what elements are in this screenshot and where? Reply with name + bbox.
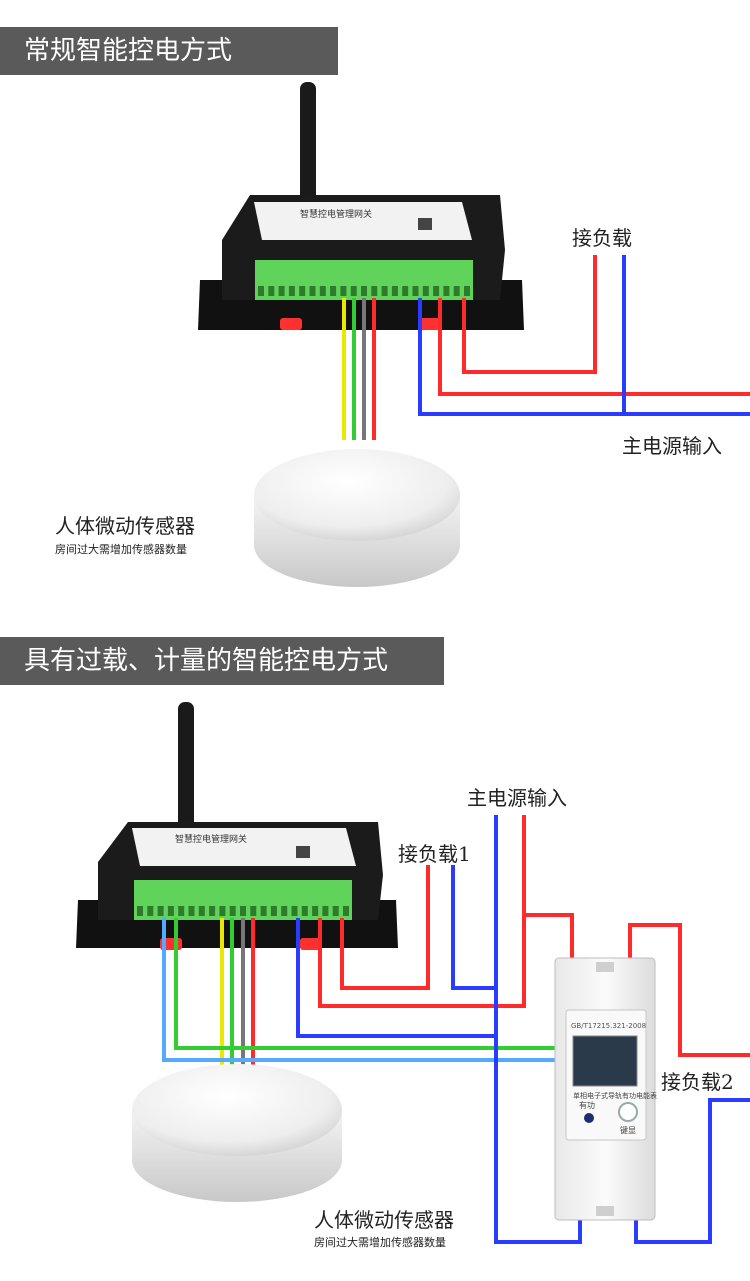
mains-input-label: 主电源输入 [622, 434, 722, 458]
terminal-slot [258, 286, 264, 296]
section-1-title: 常规智能控电方式 [24, 36, 233, 66]
motion-sensor-2 [132, 1064, 342, 1202]
terminal-slot [443, 286, 450, 296]
sensor-title-2: 人体微动传感器 [314, 1208, 454, 1232]
meter-button-label: 键显 [620, 1125, 636, 1135]
terminal-slot [422, 286, 429, 296]
terminal-slot [167, 906, 174, 916]
wires-section-1 [342, 255, 750, 440]
terminal-slot [209, 906, 216, 916]
sensor-title-1: 人体微动传感器 [55, 514, 195, 538]
terminal-slot [147, 906, 154, 916]
load-label: 接负载 [572, 226, 632, 250]
terminal-slot [281, 906, 288, 916]
terminal-slot [412, 286, 419, 296]
terminal-slot [188, 906, 195, 916]
gateway-device-2: 智慧控电管理网关 [76, 702, 398, 950]
meter-active-label: 有功 [579, 1100, 595, 1110]
meter-standard: GB/T17215.321-2008 [571, 1022, 646, 1030]
mains-input-label-2: 主电源输入 [467, 786, 567, 810]
terminal-slot [332, 906, 339, 916]
terminal-slot [270, 906, 277, 916]
section-2-banner: 具有过载、计量的智能控电方式 [0, 637, 444, 685]
section-1-banner: 常规智能控电方式 [0, 27, 338, 75]
terminal-slot [301, 906, 308, 916]
terminal-slot [219, 906, 226, 916]
terminal-slot [402, 286, 409, 296]
terminal-slot [309, 286, 316, 296]
terminal-slot [178, 906, 185, 916]
gateway-label-1: 智慧控电管理网关 [300, 208, 372, 220]
load-1-label: 接负载1 [398, 842, 471, 866]
load-2-label: 接负载2 [661, 1070, 734, 1094]
terminal-slot [391, 286, 398, 296]
terminal-slot [260, 906, 267, 916]
terminal-slot [322, 906, 329, 916]
terminal-slot [350, 286, 357, 296]
terminal-slot [198, 906, 205, 916]
terminal-slot [361, 286, 367, 296]
gateway-label-2: 智慧控电管理网关 [175, 833, 247, 845]
gateway-device-1: 智慧控电管理网关 [198, 82, 524, 330]
wires-section-2 [162, 815, 750, 1244]
terminal-slot [268, 286, 275, 296]
sensor-note-2: 房间过大需增加传感器数量 [314, 1236, 446, 1249]
terminal-slot [453, 286, 460, 296]
terminal-slot [340, 286, 347, 296]
terminal-slot [137, 906, 143, 916]
terminal-slot [343, 906, 349, 916]
terminal-slot [319, 286, 326, 296]
terminal-slot [157, 906, 164, 916]
terminal-slot [464, 286, 470, 296]
terminal-slot [240, 906, 246, 916]
terminal-slot [278, 286, 285, 296]
terminal-slot [229, 906, 236, 916]
section-2-title: 具有过载、计量的智能控电方式 [24, 646, 389, 676]
terminal-slot [250, 906, 257, 916]
terminal-slot [299, 286, 306, 296]
terminal-slot [291, 906, 298, 916]
motion-sensor-1 [254, 449, 460, 587]
terminal-slot [312, 906, 319, 916]
energy-meter: GB/T17215.321-2008 单相电子式导轨有功电能表 有功 键显 [554, 957, 657, 1221]
sensor-note-1: 房间过大需增加传感器数量 [55, 543, 187, 556]
terminal-slot [330, 286, 337, 296]
meter-name: 单相电子式导轨有功电能表 [573, 1091, 657, 1100]
terminal-slot [288, 286, 295, 296]
terminal-slot [381, 286, 388, 296]
terminal-slot [371, 286, 378, 296]
terminal-slot [433, 286, 440, 296]
